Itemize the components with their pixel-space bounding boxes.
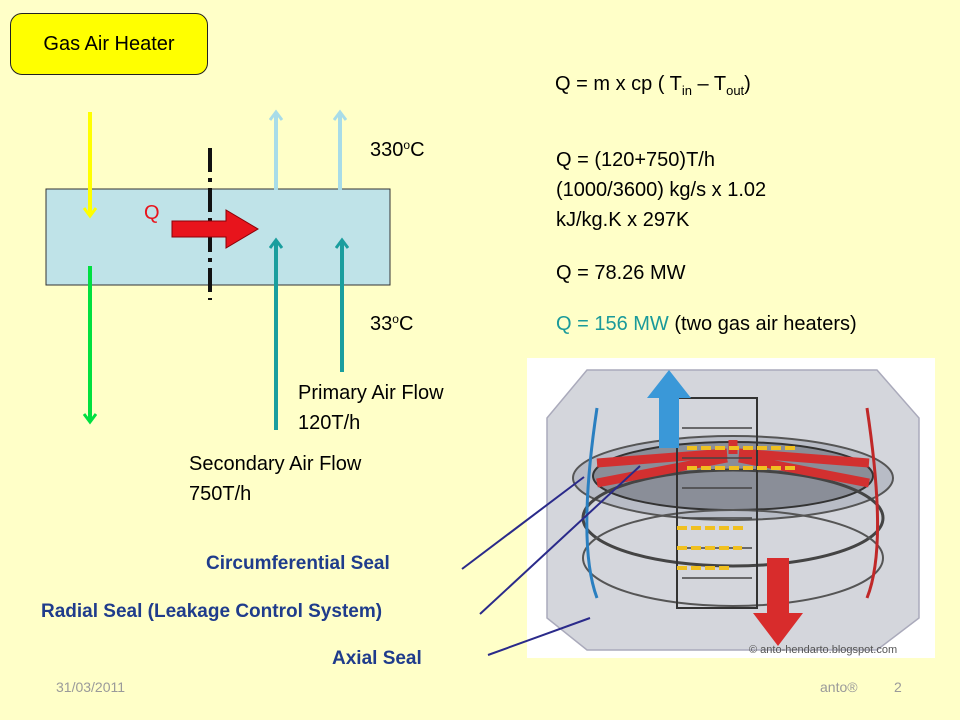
outlet-temperature-value: 330 [370, 139, 404, 161]
formula-tail: ) [744, 73, 751, 95]
formula-sub-out: out [726, 83, 745, 98]
calc-total-suffix: (two gas air heaters) [668, 313, 857, 335]
secondary-air-label: Secondary Air Flow 750T/h [189, 449, 361, 509]
formula-mid: – T [692, 73, 727, 95]
calc-line-3: kJ/kg.K x 297K [556, 209, 690, 231]
primary-air-title: Primary Air Flow [298, 382, 444, 404]
inlet-temperature: 33oC [370, 304, 413, 339]
heater-box [45, 188, 391, 286]
outlet-temperature-unit: C [410, 139, 425, 161]
calc-total-value: Q = 156 MW [556, 313, 669, 335]
outlet-temperature: 330oC [370, 130, 425, 165]
footer-author: anto® [820, 679, 858, 695]
primary-air-label: Primary Air Flow 120T/h [298, 378, 444, 438]
formula-sub-in: in [681, 83, 692, 98]
heat-formula: Q = m x cp ( Tin – Tout) [555, 69, 751, 106]
title-box: Gas Air Heater [10, 13, 208, 75]
primary-air-rate: 120T/h [298, 412, 361, 434]
calc-line-1: Q = (120+750)T/h [556, 149, 715, 171]
inlet-temperature-unit: C [398, 313, 414, 335]
secondary-air-title: Secondary Air Flow [189, 453, 362, 475]
heater-diagram [45, 0, 391, 430]
circumferential-seal-label: Circumferential Seal [206, 553, 390, 574]
inlet-temperature-degree: o [392, 312, 399, 326]
secondary-air-rate: 750T/h [189, 483, 252, 505]
photo-credit: © anto-hendarto.blogspot.com [749, 644, 897, 656]
axial-seal-label: Axial Seal [332, 648, 422, 669]
circumferential-pointer [461, 476, 585, 570]
calc-total: Q = 156 MW (two gas air heaters) [556, 309, 857, 339]
radial-pointer [479, 465, 641, 615]
calc-result: Q = 78.26 MW [556, 262, 686, 284]
radial-seal-label: Radial Seal (Leakage Control System) [41, 601, 383, 622]
inlet-temperature-value: 33 [370, 313, 393, 335]
calc-line-2: (1000/3600) kg/s x 1.02 [556, 179, 767, 201]
heat-transfer-arrow [171, 209, 259, 249]
footer-date: 31/03/2011 [56, 679, 126, 695]
footer-page-number: 2 [894, 679, 902, 695]
heat-q-label: Q [144, 202, 160, 224]
axial-pointer [487, 617, 591, 656]
formula-lead: Q = m x cp ( T [555, 73, 682, 95]
outlet-temperature-degree: o [403, 138, 411, 152]
calculation-block: Q = (120+750)T/h (1000/3600) kg/s x 1.02… [556, 145, 766, 235]
slide-title: Gas Air Heater [43, 32, 175, 55]
